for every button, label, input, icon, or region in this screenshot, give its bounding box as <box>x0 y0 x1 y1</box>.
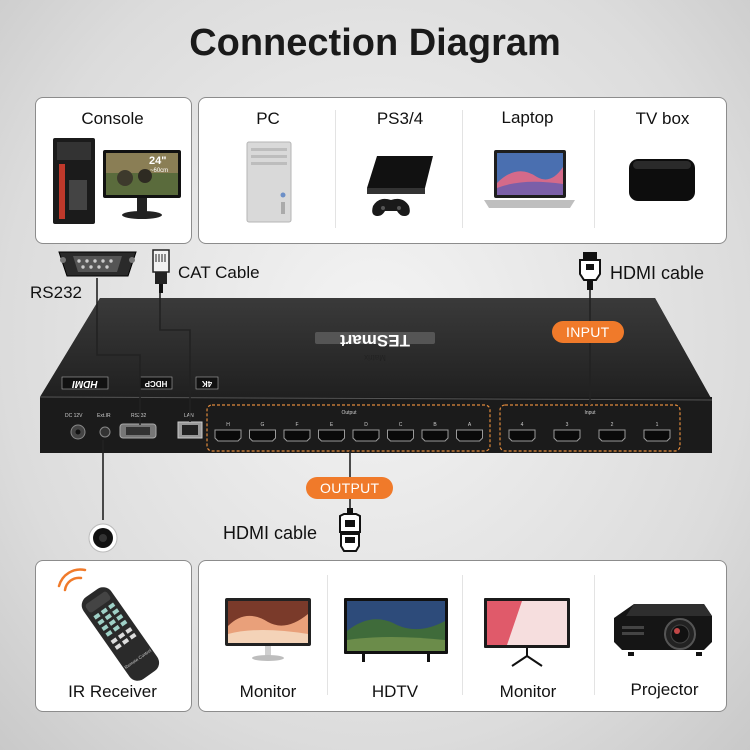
divider <box>335 110 336 228</box>
hdmi-connector-icon <box>579 252 601 290</box>
port-label: 4 <box>521 422 524 428</box>
extir-label: Ext.IR <box>97 413 111 419</box>
pc-label: PC <box>256 109 280 128</box>
output-group-label: Output <box>341 410 357 416</box>
rs232-port-label: RS232 <box>131 413 147 419</box>
hdmi-port: 1 <box>643 422 671 442</box>
port-label: D <box>364 422 368 428</box>
lan-label: LAN <box>184 413 194 419</box>
divider <box>327 575 328 695</box>
divider <box>462 110 463 228</box>
rs232-connector-icon <box>58 251 137 277</box>
hdmi-port: 3 <box>553 422 581 442</box>
monitor2-label: Monitor <box>499 682 557 701</box>
remote-control-icon: Remote Control <box>57 568 160 681</box>
divider <box>594 575 595 695</box>
port-label: 3 <box>566 422 569 428</box>
monitor-icon <box>225 598 311 661</box>
4k-logo: 4K <box>202 379 212 388</box>
port-label: C <box>399 422 403 428</box>
divider <box>594 110 595 228</box>
monitor1-label: Monitor <box>239 682 297 701</box>
port-label: E <box>330 422 334 428</box>
hdmi-port: 2 <box>598 422 626 442</box>
port-label: G <box>261 422 265 428</box>
port-label: B <box>433 422 437 428</box>
hdtv-icon <box>344 598 448 662</box>
laptop-label: Laptop <box>501 108 554 127</box>
cat-cable-icon <box>152 249 170 293</box>
dc-label: DC 12V <box>65 413 83 419</box>
hdmi-port: D <box>352 422 380 442</box>
divider <box>462 575 463 695</box>
hdmi-port: H <box>214 422 242 442</box>
monitor2-icon <box>484 598 570 667</box>
ir-receiver-label: IR Receiver <box>68 682 157 701</box>
console-label: Console <box>81 109 144 128</box>
pc-icon <box>246 141 292 223</box>
screen-size-text: 24" <box>149 155 166 167</box>
hdmi-port: B <box>421 422 449 442</box>
device-texts: TESmart Matrix HDMI HDCP 4K DC 12V Ext.I… <box>65 331 671 442</box>
projector-icon <box>614 604 712 656</box>
ps-icon <box>367 156 433 216</box>
laptop-icon <box>484 150 575 208</box>
port-label: 2 <box>611 422 614 428</box>
device-model: Matrix <box>364 353 386 362</box>
hdmi-port: G <box>249 422 276 442</box>
rs232-label: RS232 <box>30 283 82 302</box>
hdmi-port: A <box>456 422 483 442</box>
port-label: F <box>295 422 298 428</box>
screen-size-sub: ~60cm <box>150 168 168 174</box>
hdmi-port: E <box>318 422 345 442</box>
cat-cable-label: CAT Cable <box>178 263 260 282</box>
hdmi-port: 4 <box>508 422 536 442</box>
console-icon: 24" ~60cm <box>53 138 181 224</box>
input-badge: INPUT <box>552 321 624 343</box>
projector-label: Projector <box>630 680 699 699</box>
input-group-label: Input <box>584 410 596 416</box>
hdmi-cable-top-label: HDMI cable <box>610 263 705 283</box>
hdmi-port: F <box>283 422 311 442</box>
port-label: 1 <box>656 422 659 428</box>
tvbox-icon <box>629 159 695 201</box>
port-label: A <box>468 422 472 428</box>
port-label: H <box>226 422 230 428</box>
hdcp-logo: HDCP <box>144 379 167 388</box>
output-badge: OUTPUT <box>306 477 394 499</box>
ps-label: PS3/4 <box>376 109 424 128</box>
tvbox-label: TV box <box>635 109 690 128</box>
hdmi-cable-bottom-label: HDMI cable <box>223 523 318 543</box>
device-brand: TESmart <box>340 331 410 350</box>
page-title: Connection Diagram <box>189 22 561 64</box>
hdtv-label: HDTV <box>371 682 419 701</box>
hdmi-port: C <box>387 422 414 442</box>
hdmi-output-connector-icon <box>339 508 361 552</box>
hdmi-logo: HDMI <box>72 378 98 389</box>
